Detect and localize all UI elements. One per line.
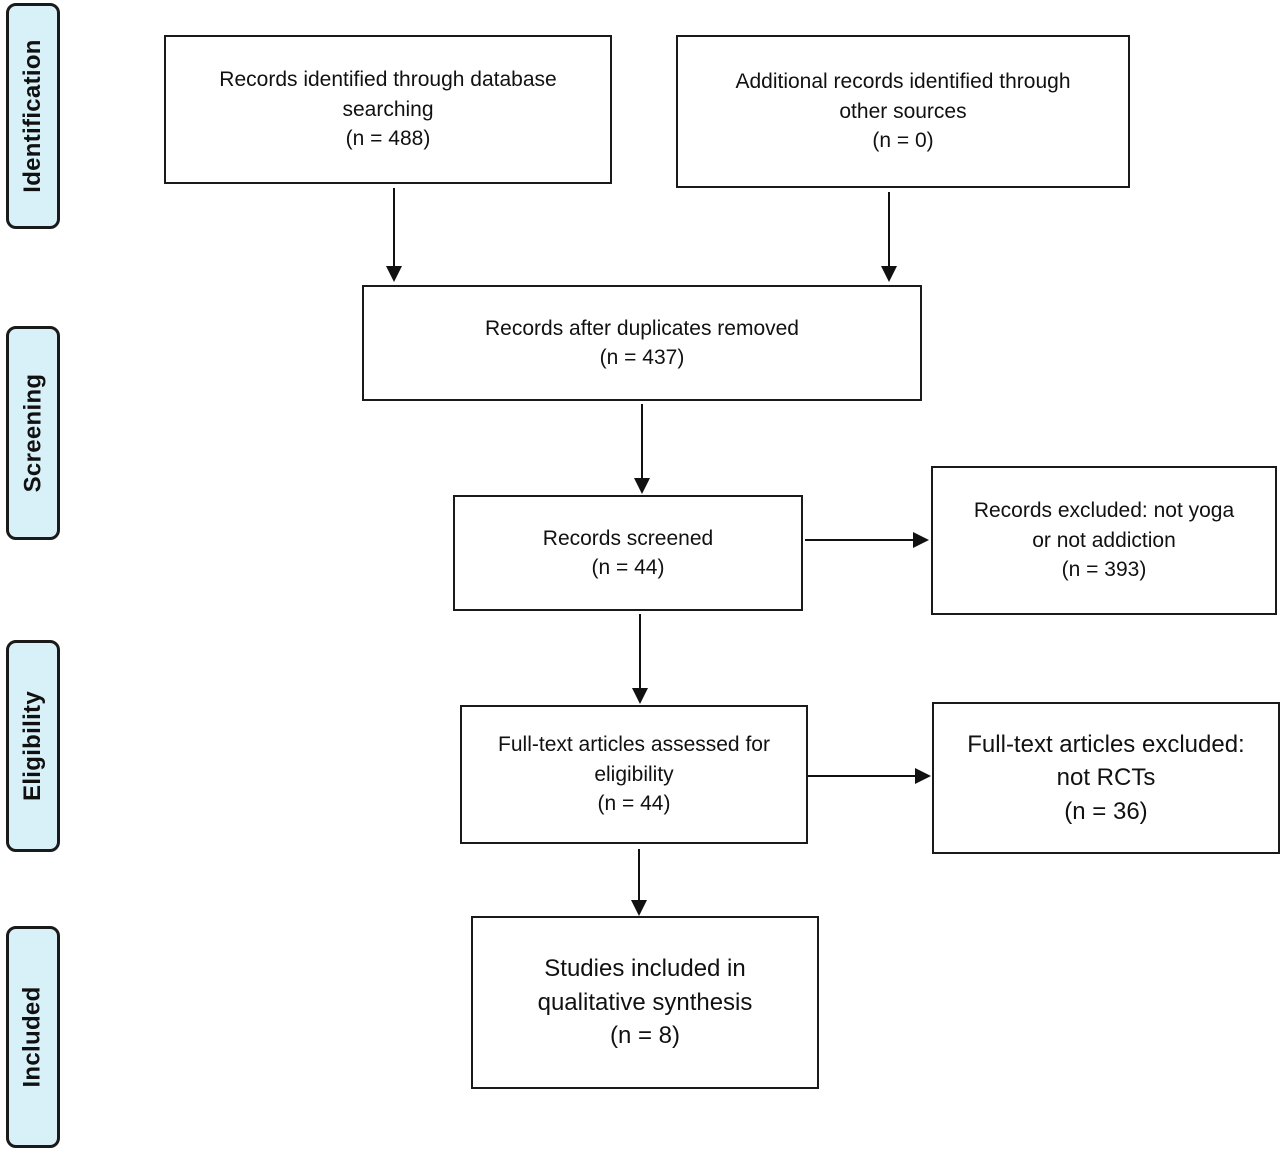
arrowhead-other: [881, 266, 897, 282]
duplicates-removed-line1: Records after duplicates removed: [485, 316, 799, 340]
phase-included: Included: [6, 926, 60, 1148]
records-excluded-line2: or not addiction: [1032, 528, 1176, 552]
fulltext-assessed-line2: eligibility: [594, 762, 674, 786]
duplicates-removed-count: (n = 437): [599, 346, 685, 369]
studies-included-count: (n = 8): [609, 1022, 681, 1050]
studies-included-line2: qualitative synthesis: [537, 988, 753, 1016]
arrowhead-fulltext-excluded: [915, 768, 931, 784]
arrowhead-database: [386, 266, 402, 282]
fulltext-excluded-count: (n = 36): [1064, 797, 1148, 825]
box-fulltext-assessed: Full-text articles assessed for eligibil…: [460, 705, 808, 844]
phase-eligibility: Eligibility: [6, 640, 60, 852]
studies-included-line1: Studies included in: [544, 955, 746, 983]
box-other-sources: Additional records identified through ot…: [676, 35, 1130, 188]
database-search-line2: searching: [342, 97, 434, 121]
box-records-screened: Records screened (n = 44): [453, 495, 803, 611]
other-sources-count: (n = 0): [872, 129, 934, 153]
box-studies-included: Studies included in qualitative synthesi…: [471, 916, 819, 1089]
box-records-excluded: Records excluded: not yoga or not addict…: [931, 466, 1277, 615]
records-excluded-line1: Records excluded: not yoga: [973, 499, 1235, 523]
database-search-count: (n = 488): [345, 127, 431, 151]
records-screened-count: (n = 44): [591, 556, 665, 579]
box-fulltext-excluded: Full-text articles excluded: not RCTs (n…: [932, 702, 1280, 854]
box-database-search: Records identified through database sear…: [164, 35, 612, 184]
arrowhead-duplicates: [634, 478, 650, 494]
fulltext-assessed-line1: Full-text articles assessed for: [498, 733, 770, 757]
fulltext-assessed-count: (n = 44): [597, 792, 671, 816]
other-sources-line2: other sources: [839, 99, 967, 123]
records-excluded-count: (n = 393): [1061, 558, 1147, 582]
arrowhead-screened-excluded: [913, 532, 929, 548]
arrowhead-screened-fulltext: [632, 688, 648, 704]
other-sources-line1: Additional records identified through: [735, 70, 1071, 94]
fulltext-excluded-line1: Full-text articles excluded:: [967, 730, 1245, 758]
fulltext-excluded-line2: not RCTs: [1056, 764, 1156, 792]
phase-screening: Screening: [6, 326, 60, 540]
database-search-line1: Records identified through database: [219, 68, 557, 92]
arrowhead-fulltext-included: [631, 900, 647, 916]
phase-identification: Identification: [6, 3, 60, 229]
records-screened-line1: Records screened: [542, 526, 714, 550]
box-duplicates-removed: Records after duplicates removed (n = 43…: [362, 285, 922, 401]
